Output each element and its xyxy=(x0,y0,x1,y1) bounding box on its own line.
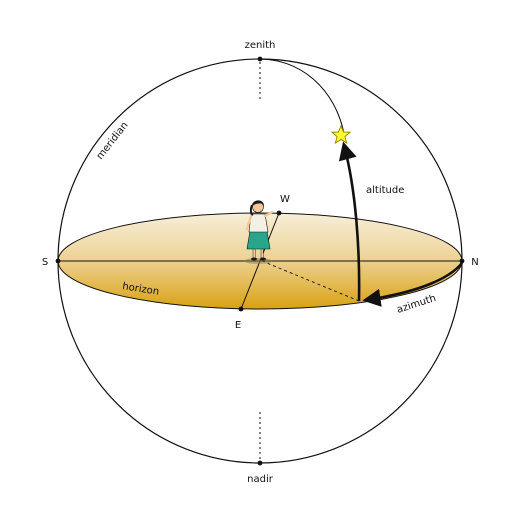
zenith-point xyxy=(257,56,263,62)
north-label: N xyxy=(471,257,478,268)
meridian-label: meridian xyxy=(95,120,131,162)
altitude-arc xyxy=(338,141,361,302)
nadir-point xyxy=(257,460,263,466)
azimuth-label: azimuth xyxy=(396,293,438,316)
zenith-label: zenith xyxy=(245,40,276,51)
altitude-label: altitude xyxy=(366,185,404,196)
nadir-label: nadir xyxy=(247,474,274,485)
star-icon xyxy=(330,124,352,145)
south-point xyxy=(55,258,61,264)
vertical-circle xyxy=(259,58,346,141)
azimuth-arc xyxy=(362,262,464,307)
observer-figure xyxy=(244,200,274,264)
west-point xyxy=(276,210,282,216)
east-label: E xyxy=(235,320,241,331)
north-point xyxy=(459,258,465,264)
east-point xyxy=(238,306,244,312)
south-label: S xyxy=(42,257,48,268)
west-label: W xyxy=(280,194,290,205)
